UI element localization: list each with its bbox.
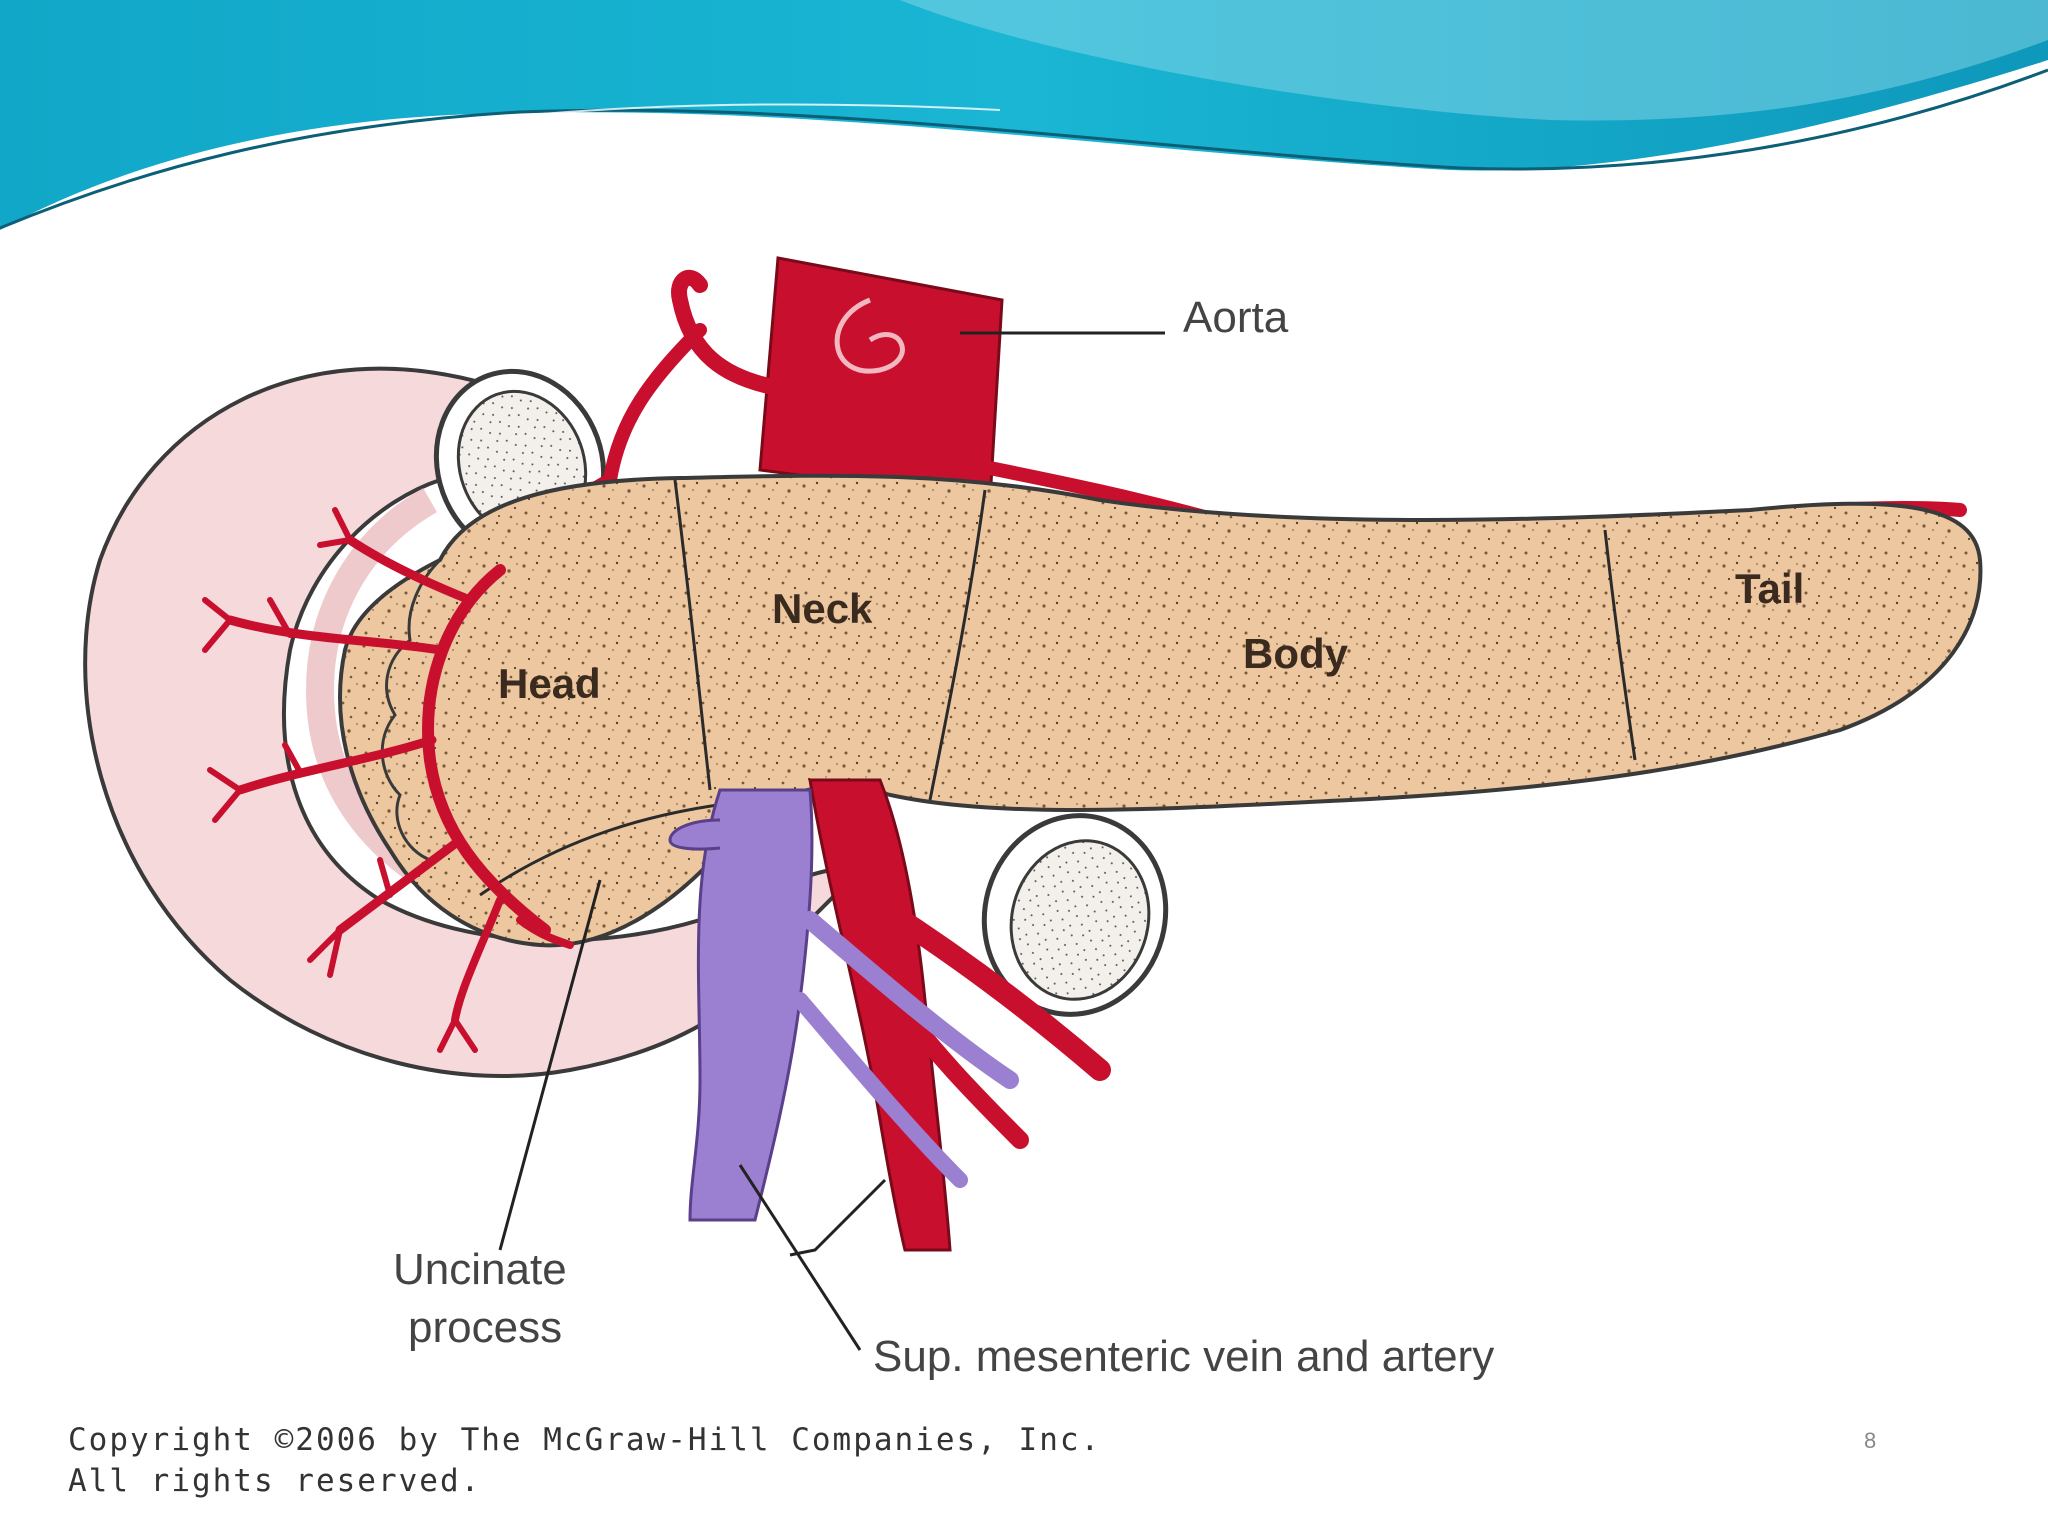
divider-body-tail: [1603, 529, 1637, 761]
divider-head-neck: [673, 479, 712, 791]
slide-page-number: 8: [1864, 1428, 1877, 1453]
header-wave-line: [0, 68, 2048, 230]
label-uncinate-line1: Uncinate: [393, 1245, 567, 1294]
label-aorta: Aorta: [1183, 293, 1289, 342]
leader-line-uncinate: [498, 879, 602, 1251]
hepatic-artery: [671, 269, 798, 398]
label-tail: Tail: [1735, 565, 1805, 612]
label-sup-mesenteric: Sup. mesenteric vein and artery: [873, 1332, 1495, 1381]
copyright-line-1: Copyright ©2006 by The McGraw-Hill Compa…: [68, 1422, 1102, 1458]
pancreas-lobulated-edge: [380, 558, 442, 862]
header-wave-light-line: [249, 103, 1001, 161]
pancreas: [338, 473, 1983, 948]
pancreas-anatomy-diagram: [83, 256, 1983, 1351]
label-uncinate-line2: process: [408, 1303, 563, 1352]
label-head: Head: [498, 660, 601, 707]
label-neck: Neck: [772, 585, 873, 632]
divider-neck-body: [928, 489, 987, 801]
leader-line-sma: [789, 1178, 887, 1257]
slide-header-wave: [0, 0, 2048, 230]
pancreaticoduodenal-arteries: [202, 507, 574, 1053]
label-body: Body: [1243, 630, 1348, 677]
leader-line-smv: [738, 1164, 862, 1351]
copyright-line-2: All rights reserved.: [68, 1463, 482, 1499]
header-wave-highlight: [900, 0, 2048, 121]
superior-mesenteric-vein: [668, 788, 1019, 1222]
copyright-notice: Copyright ©2006 by The McGraw-Hill Compa…: [68, 1420, 1101, 1502]
duodenum-cut-end-lower: [981, 813, 1169, 1017]
aorta-curl: [834, 297, 905, 374]
